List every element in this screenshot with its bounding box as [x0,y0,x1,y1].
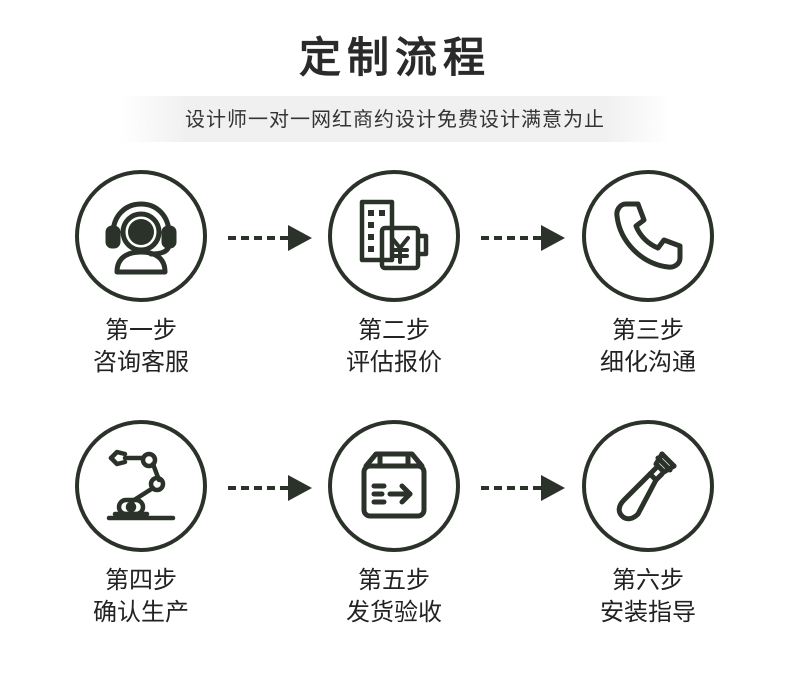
arrow-step1-to-step2 [228,225,312,251]
step-6: 第六步 安装指导 [573,420,723,628]
step-2-name: 评估报价 [346,348,442,376]
phone-icon [614,201,683,270]
customer-service-headset-icon [105,201,177,275]
step-3-name: 细化沟通 [600,348,696,376]
step-2: 第二步 评估报价 [319,170,469,378]
subtitle-text: 设计师一对一网红商约设计免费设计满意为止 [185,107,605,131]
step-4: 第四步 确认生产 [66,420,216,628]
step-4-name: 确认生产 [93,598,189,626]
page-title: 定制流程 [298,33,491,82]
step-5-name: 发货验收 [346,598,442,626]
step-4-number: 第四步 [105,566,177,594]
step-1: 第一步 咨询客服 [66,170,216,378]
subtitle-banner: 设计师一对一网红商约设计免费设计满意为止 [120,96,670,142]
step-1-number: 第一步 [105,316,177,344]
building-price-icon [359,199,429,271]
step-6-number: 第六步 [612,566,684,594]
step-1-circle [75,170,207,302]
step-2-number: 第二步 [358,316,430,344]
screwdriver-icon [616,451,677,522]
step-3-circle [582,170,714,302]
step-3: 第三步 细化沟通 [573,170,723,378]
robot-arm-icon [106,449,176,521]
arrow-step2-to-step3 [481,225,565,251]
arrow-step4-to-step5 [228,475,312,501]
step-5-circle [328,420,460,552]
step-4-circle [75,420,207,552]
step-3-number: 第三步 [612,316,684,344]
arrow-step5-to-step6 [481,475,565,501]
step-1-name: 咨询客服 [93,348,189,376]
step-5-number: 第五步 [358,566,430,594]
delivery-box-icon [361,451,427,519]
step-2-circle [328,170,460,302]
step-6-name: 安装指导 [600,598,696,626]
step-5: 第五步 发货验收 [319,420,469,628]
step-6-circle [582,420,714,552]
